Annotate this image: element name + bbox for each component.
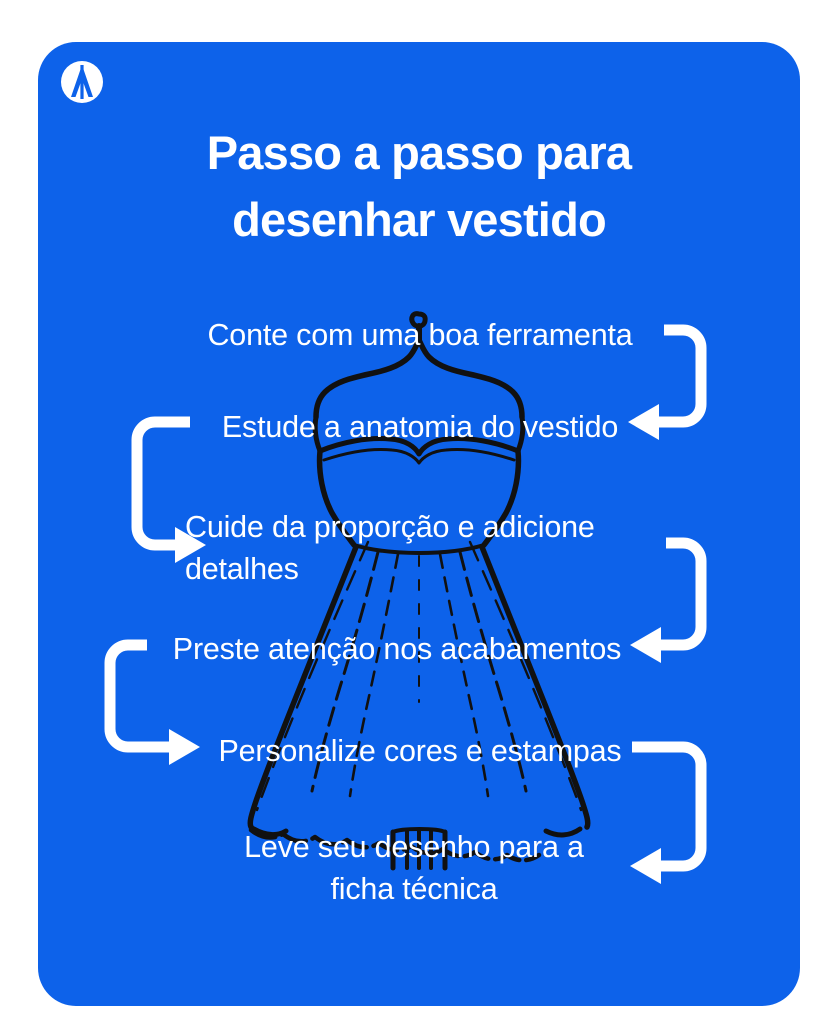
- page-title: Passo a passo para desenhar vestido: [38, 120, 800, 253]
- page-title-line-2: desenhar vestido: [232, 192, 607, 246]
- step-item-2: Estude a anatomia do vestido: [221, 410, 619, 444]
- step-item-1: Conte com uma boa ferramenta: [207, 318, 633, 352]
- page-title-line-1: Passo a passo para: [206, 126, 632, 179]
- brand-a-circle-icon: [58, 58, 106, 106]
- step-item-6: Leve seu desenho para a ficha técnica: [244, 830, 584, 907]
- connector-step2-step3: [131, 416, 190, 551]
- step-item-3: Cuide da proporção e adicione detalhes: [185, 510, 595, 587]
- step-item-4: Preste atenção nos acabamentos: [172, 632, 622, 666]
- infographic-card: Passo a passo para desenhar vestido: [38, 42, 800, 1006]
- step-item-5: Personalize cores e estampas: [218, 734, 622, 768]
